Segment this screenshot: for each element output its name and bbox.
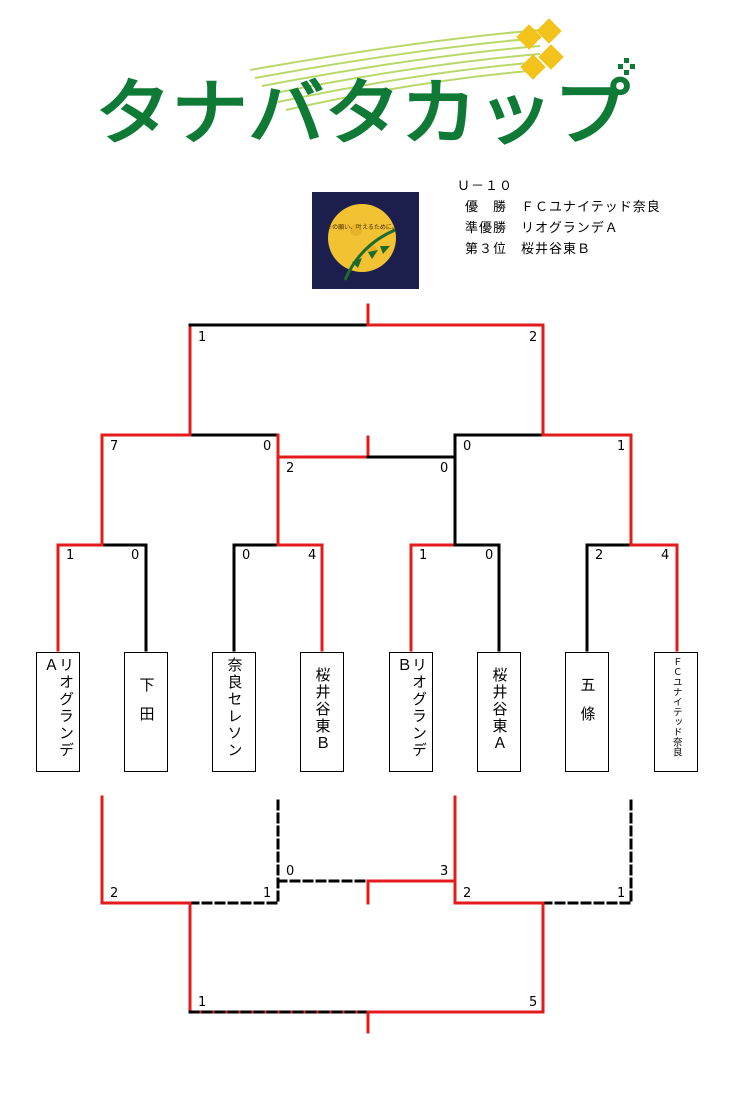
score-label: 1 bbox=[263, 886, 272, 901]
lower-line bbox=[541, 795, 633, 905]
sf-line bbox=[541, 433, 633, 547]
score-label: 2 bbox=[110, 886, 119, 901]
third-place-line: 第３位 桜井谷東Ｂ bbox=[465, 242, 592, 257]
team-box: 五條 bbox=[565, 652, 609, 772]
r1-line bbox=[100, 543, 148, 652]
team-box: リオグランデＡ bbox=[36, 652, 80, 772]
category-label: Ｕ－１０ bbox=[457, 179, 514, 194]
logo-small-diamond bbox=[618, 58, 635, 75]
score-label: 2 bbox=[595, 548, 604, 563]
team-box: 下田 bbox=[124, 652, 168, 772]
moon-caption: その願い、叶えるために。 bbox=[326, 223, 398, 231]
score-label: 0 bbox=[286, 864, 295, 879]
score-label: 4 bbox=[661, 548, 670, 563]
third-line bbox=[276, 435, 370, 459]
score-label: 1 bbox=[66, 548, 75, 563]
r1-line bbox=[276, 543, 324, 652]
r1-line bbox=[629, 543, 679, 652]
score-label: 1 bbox=[617, 439, 626, 454]
team-name: 下田 bbox=[137, 677, 156, 735]
score-label: 1 bbox=[198, 330, 207, 345]
team-box: 桜井谷東Ｂ bbox=[300, 652, 344, 772]
upper-bracket-lines bbox=[56, 303, 679, 652]
score-label: 0 bbox=[263, 439, 272, 454]
team-name: 五條 bbox=[578, 677, 597, 735]
lower-line bbox=[188, 901, 370, 1014]
score-label: 0 bbox=[485, 548, 494, 563]
r1-line bbox=[585, 543, 633, 652]
team-name: リオグランデＡ bbox=[42, 657, 75, 759]
team-box: リオグランデＢ bbox=[389, 652, 433, 772]
final-line bbox=[366, 323, 545, 437]
r1-line bbox=[232, 543, 280, 652]
team-box: ＦＣユナイテッド奈良 bbox=[654, 652, 698, 772]
sf-line bbox=[453, 433, 545, 547]
score-label: 2 bbox=[529, 330, 538, 345]
score-label: 3 bbox=[440, 864, 449, 879]
team-box: 奈良セレソン bbox=[212, 652, 256, 772]
team-box: 桜井谷東Ａ bbox=[477, 652, 521, 772]
team-name: 桜井谷東Ａ bbox=[490, 667, 509, 752]
logo-text: タナバタカップ bbox=[95, 71, 630, 155]
logo-diamond-blocks bbox=[516, 18, 564, 80]
tanabata-cup-logo: タナバタカップ bbox=[95, 18, 635, 155]
score-label: 2 bbox=[286, 461, 295, 476]
score-label: 0 bbox=[242, 548, 251, 563]
lower-line bbox=[188, 795, 280, 905]
score-label: 0 bbox=[440, 461, 449, 476]
results-panel: Ｕ－１０ 優 勝 ＦＣユナイテッド奈良 準優勝 リオグランデＡ 第３位 桜井谷東… bbox=[455, 176, 661, 260]
lower-line bbox=[100, 795, 192, 905]
score-label: 1 bbox=[198, 995, 207, 1010]
lower-bracket-lines bbox=[100, 795, 633, 1034]
team-name: ＦＣユナイテッド奈良 bbox=[670, 657, 682, 757]
score-label: 1 bbox=[617, 886, 626, 901]
r1-line bbox=[409, 543, 457, 652]
sf-line bbox=[100, 433, 192, 547]
score-label: 2 bbox=[463, 886, 472, 901]
team-name: 奈良セレソン bbox=[225, 657, 244, 759]
r1-line bbox=[453, 543, 501, 652]
lower-line bbox=[366, 879, 457, 905]
lower-line bbox=[366, 901, 545, 1014]
team-name: リオグランデＢ bbox=[395, 657, 428, 759]
r1-line bbox=[56, 543, 104, 652]
moon-image: その願い、叶えるために。 bbox=[312, 192, 419, 289]
score-label: 1 bbox=[419, 548, 428, 563]
score-label: 7 bbox=[110, 439, 119, 454]
logo-stripes bbox=[249, 29, 541, 111]
score-label: 4 bbox=[308, 548, 317, 563]
score-label: 0 bbox=[131, 548, 140, 563]
score-label: 0 bbox=[463, 439, 472, 454]
final-line bbox=[188, 323, 370, 437]
score-label: 5 bbox=[529, 995, 538, 1010]
team-name: 桜井谷東Ｂ bbox=[313, 667, 332, 752]
runner-up-line: 準優勝 リオグランデＡ bbox=[465, 221, 619, 236]
champion-line: 優 勝 ＦＣユナイテッド奈良 bbox=[465, 200, 661, 215]
